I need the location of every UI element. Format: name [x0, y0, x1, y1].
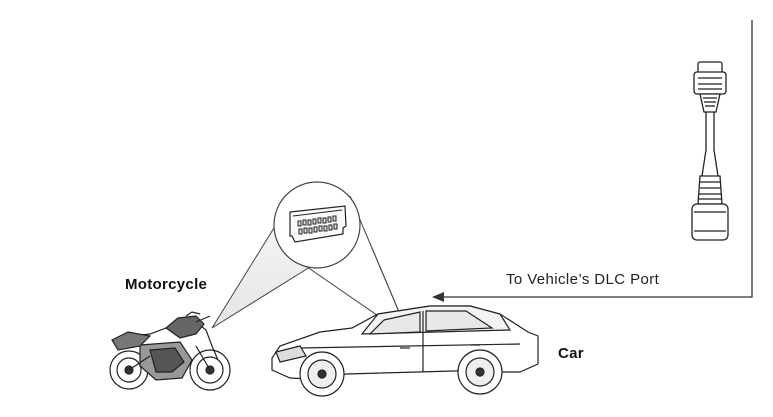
dlc-port-label: To Vehicle’s DLC Port [506, 271, 660, 288]
motorcycle-icon [109, 311, 231, 391]
car-icon [271, 305, 539, 397]
car-label: Car [558, 345, 584, 362]
arrow-left-icon [432, 20, 753, 302]
motorcycle-label: Motorcycle [125, 276, 208, 293]
diagnostic-cable-icon [691, 61, 729, 241]
obd-connector-icon [273, 181, 361, 269]
